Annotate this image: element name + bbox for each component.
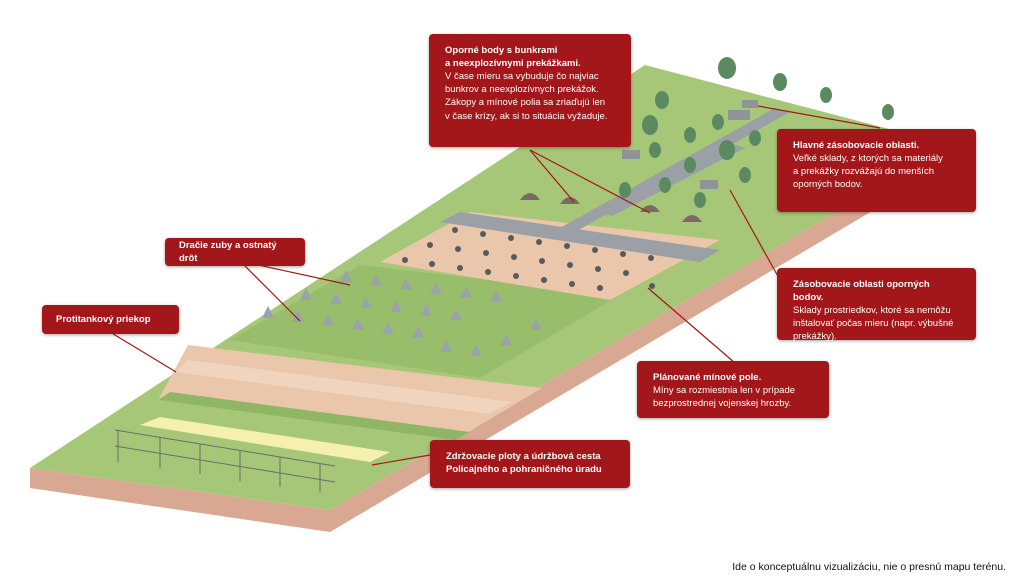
callout-body: bezprostrednej vojenskej hrozby. <box>653 398 792 410</box>
callout-title: Plánované mínové pole. <box>653 372 762 383</box>
maintenance-road <box>140 417 390 462</box>
road <box>560 108 790 232</box>
callout-body: Sklady prostriedkov, ktoré sa nemôžu <box>793 305 951 317</box>
retention-fence <box>114 429 336 492</box>
callout-body: v čase krízy, ak si to situácia vyžaduje… <box>445 110 608 122</box>
callout-title: Zásobovacie oblasti oporných bodov. <box>793 279 930 304</box>
disclaimer-footnote: Ide o konceptuálnu vizualizáciu, nie o p… <box>732 561 1006 573</box>
callout-body: bunkrov a neexplozívnych prekážok. <box>445 84 599 96</box>
callout-title: Policajného a pohraničného úradu <box>446 464 602 476</box>
bunkers <box>520 193 702 222</box>
callout-title: Oporné body s bunkrami <box>445 45 558 56</box>
mines <box>402 227 655 291</box>
callout-title: a neexplozívnymi prekážkami. <box>445 58 581 70</box>
callout-title: Dračie zuby a ostnatý drôt <box>179 239 277 264</box>
callout-title: Protitankový priekop <box>56 313 151 325</box>
callout-body: V čase mieru sa vybuduje čo najviac <box>445 71 599 83</box>
terrain-side-face <box>330 145 950 532</box>
callout-main-supply: Hlavné zásobovacie oblasti. Veľké sklady… <box>777 129 976 212</box>
minefield-zone <box>380 212 720 300</box>
antitank-ditch-berm-top <box>176 360 512 414</box>
callout-support-supply: Zásobovacie oblasti oporných bodov. Skla… <box>777 268 976 343</box>
callout-body: prekážky). <box>793 331 837 343</box>
trees <box>619 57 894 208</box>
callout-dragon-teeth: Dračie zuby a ostnatý drôt <box>165 238 305 266</box>
callout-title: Hlavné zásobovacie oblasti. <box>793 140 920 151</box>
callout-antitank-ditch: Protitankový priekop <box>42 305 179 334</box>
callout-minefield: Plánované mínové pole. Míny sa rozmiestn… <box>637 361 829 418</box>
callout-body: oporných bodov. <box>793 179 863 191</box>
dragon-teeth-zone <box>230 265 620 378</box>
callout-body: Veľké sklady, z ktorých sa materiály <box>793 153 943 165</box>
callout-body: Zákopy a mínové polia sa zriaďujú len <box>445 97 606 109</box>
road <box>440 212 720 262</box>
callout-title: Zdržovacie ploty a údržbová cesta <box>446 451 601 462</box>
callout-body: inštalovať počas mieru (napr. výbušné <box>793 318 954 330</box>
dragon-teeth <box>262 270 542 356</box>
road <box>600 144 745 216</box>
terrain-front-face <box>30 468 330 532</box>
antitank-ditch-grass <box>158 392 470 440</box>
supply-buildings <box>622 100 758 189</box>
callout-body: a prekážky rozvážajú do menších <box>793 166 934 178</box>
callout-bunkers: Oporné body s bunkrami a neexplozívnymi … <box>429 34 631 147</box>
callout-fences: Zdržovacie ploty a údržbová cesta Polica… <box>430 440 630 488</box>
callout-body: Míny sa rozmiestnia len v prípade <box>653 385 796 397</box>
